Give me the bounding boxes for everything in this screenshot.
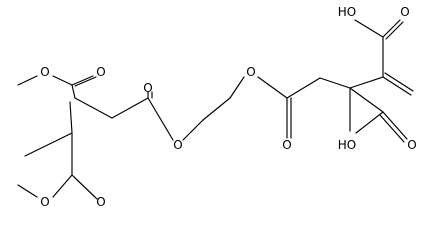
- atom-labels: O O O O O O HO O HO O O O: [40, 5, 416, 209]
- atom-label-o-methoxy-top: O: [40, 65, 49, 79]
- bond-line-34: [349, 87, 384, 113]
- atom-label-o-ester-link-right: O: [246, 65, 255, 79]
- bond-line-36: [382, 111, 408, 140]
- atom-label-o-carbonyl-top-acid: O: [400, 5, 409, 19]
- bond-line-8: [111, 97, 149, 119]
- bond-line-13: [24, 132, 73, 157]
- bond-line-4: [69, 101, 73, 134]
- structure-diagram: O O O O O O HO O HO O O O: [17, 5, 417, 209]
- bond-line-1: [17, 75, 38, 86]
- bond-line-2: [52, 75, 73, 86]
- atom-label-o-carbonyl-right-ester: O: [282, 138, 291, 152]
- atom-label-o-carbonyl-top-ester: O: [96, 65, 105, 79]
- bond-line-30: [382, 19, 401, 38]
- bond-line-27: [349, 76, 384, 89]
- bond-line-15: [73, 176, 98, 200]
- bond-line-3: [71, 84, 76, 99]
- bond-line-20: [229, 76, 245, 99]
- bond-line-18: [182, 119, 204, 141]
- atom-label-oh-bottom-acid: HO: [338, 138, 356, 152]
- bond-line-31: [385, 21, 404, 40]
- bond-line-35: [355, 111, 384, 134]
- bond-lines: [17, 19, 414, 200]
- bond-line-17: [17, 184, 38, 198]
- bond-line-25: [319, 77, 351, 89]
- bond-line-5: [71, 75, 94, 86]
- atom-label-o-carbonyl-left-ester: O: [143, 81, 152, 95]
- atom-label-oh-top-acid: HO: [338, 5, 356, 19]
- atom-label-o-methoxy-bottom: O: [40, 195, 49, 209]
- molecule-structure: O O O O O O HO O HO O O O: [17, 5, 417, 209]
- bond-line-19: [202, 97, 231, 121]
- atom-label-o-ester-link-left: O: [173, 138, 182, 152]
- bond-line-33: [384, 72, 414, 92]
- atom-label-o-carbonyl-bottom-acid: O: [407, 138, 416, 152]
- atom-label-o-carbonyl-bottom-ester: O: [96, 195, 105, 209]
- bond-line-29: [354, 19, 384, 38]
- bond-line-21: [257, 76, 288, 99]
- bond-line-16: [52, 174, 73, 198]
- bond-line-6: [74, 76, 97, 87]
- bond-line-37: [379, 114, 405, 143]
- bond-line-11: [147, 97, 174, 141]
- bond-line-7: [74, 97, 113, 119]
- bond-line-24: [286, 77, 321, 99]
- bond-line-32: [382, 76, 412, 96]
